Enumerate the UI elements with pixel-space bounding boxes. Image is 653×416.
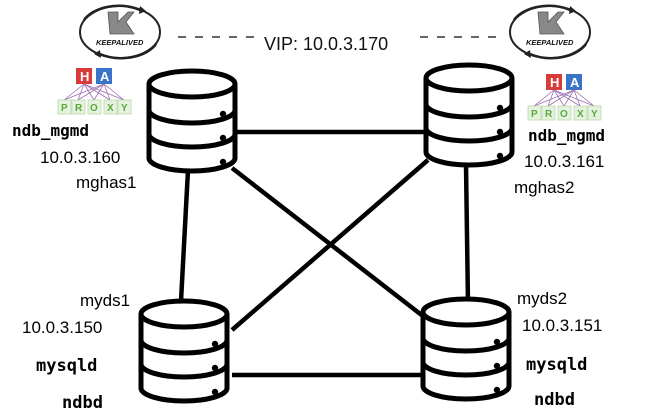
- myds1-ip: 10.0.3.150: [22, 318, 102, 337]
- haproxy-logo-right: H A P R O X Y: [527, 74, 602, 121]
- proxy-r-right: R: [545, 109, 553, 120]
- keepalived-text-left: KEEPALIVED: [96, 38, 144, 47]
- connections: [177, 129, 471, 378]
- proxy-o-left: O: [90, 103, 98, 114]
- proxy-y-left: Y: [121, 103, 128, 114]
- database-icon: [420, 296, 512, 402]
- proxy-y-right: Y: [591, 109, 598, 120]
- proxy-r-left: R: [75, 103, 83, 114]
- haproxy-a-left: A: [100, 69, 110, 84]
- myds1-host: myds1: [80, 291, 130, 310]
- vip-label: VIP: 10.0.3.170: [264, 34, 388, 54]
- myds2-mysqld: mysqld: [526, 355, 587, 375]
- myds1-ndbd: ndbd: [62, 393, 103, 413]
- haproxy-logo-left: H A P R O X Y: [57, 68, 132, 115]
- keepalived-logo-right: KEEPALIVED: [509, 4, 591, 60]
- mghas1-role: ndb_mgmd: [12, 121, 89, 140]
- mghas2-ip: 10.0.3.161: [524, 152, 604, 171]
- keepalived-logo-left: KEEPALIVED: [79, 4, 161, 60]
- link-mghas2-myds2: [463, 164, 471, 306]
- haproxy-h-right: H: [550, 75, 559, 90]
- mghas2-host: mghas2: [514, 178, 574, 197]
- proxy-p-right: P: [531, 109, 538, 120]
- proxy-x-right: X: [577, 109, 584, 120]
- myds2-host: myds2: [517, 289, 567, 308]
- mghas1-host: mghas1: [76, 173, 136, 192]
- proxy-o-right: O: [560, 109, 568, 120]
- mghas1-ip: 10.0.3.160: [40, 148, 120, 167]
- proxy-x-left: X: [107, 103, 114, 114]
- myds2-ip: 10.0.3.151: [522, 316, 602, 335]
- haproxy-a-right: A: [570, 75, 580, 90]
- myds1-mysqld: mysqld: [36, 356, 97, 376]
- database-icon: [138, 298, 230, 404]
- database-icon: [423, 62, 515, 168]
- mghas2-role: ndb_mgmd: [528, 126, 605, 145]
- link-mghas1-myds1: [177, 169, 191, 321]
- proxy-p-left: P: [61, 103, 68, 114]
- myds2-ndbd: ndbd: [534, 390, 575, 410]
- keepalived-text-right: KEEPALIVED: [526, 38, 574, 47]
- haproxy-h-left: H: [80, 69, 89, 84]
- database-icon: [146, 68, 238, 174]
- link-mghas2-myds1: [230, 158, 430, 332]
